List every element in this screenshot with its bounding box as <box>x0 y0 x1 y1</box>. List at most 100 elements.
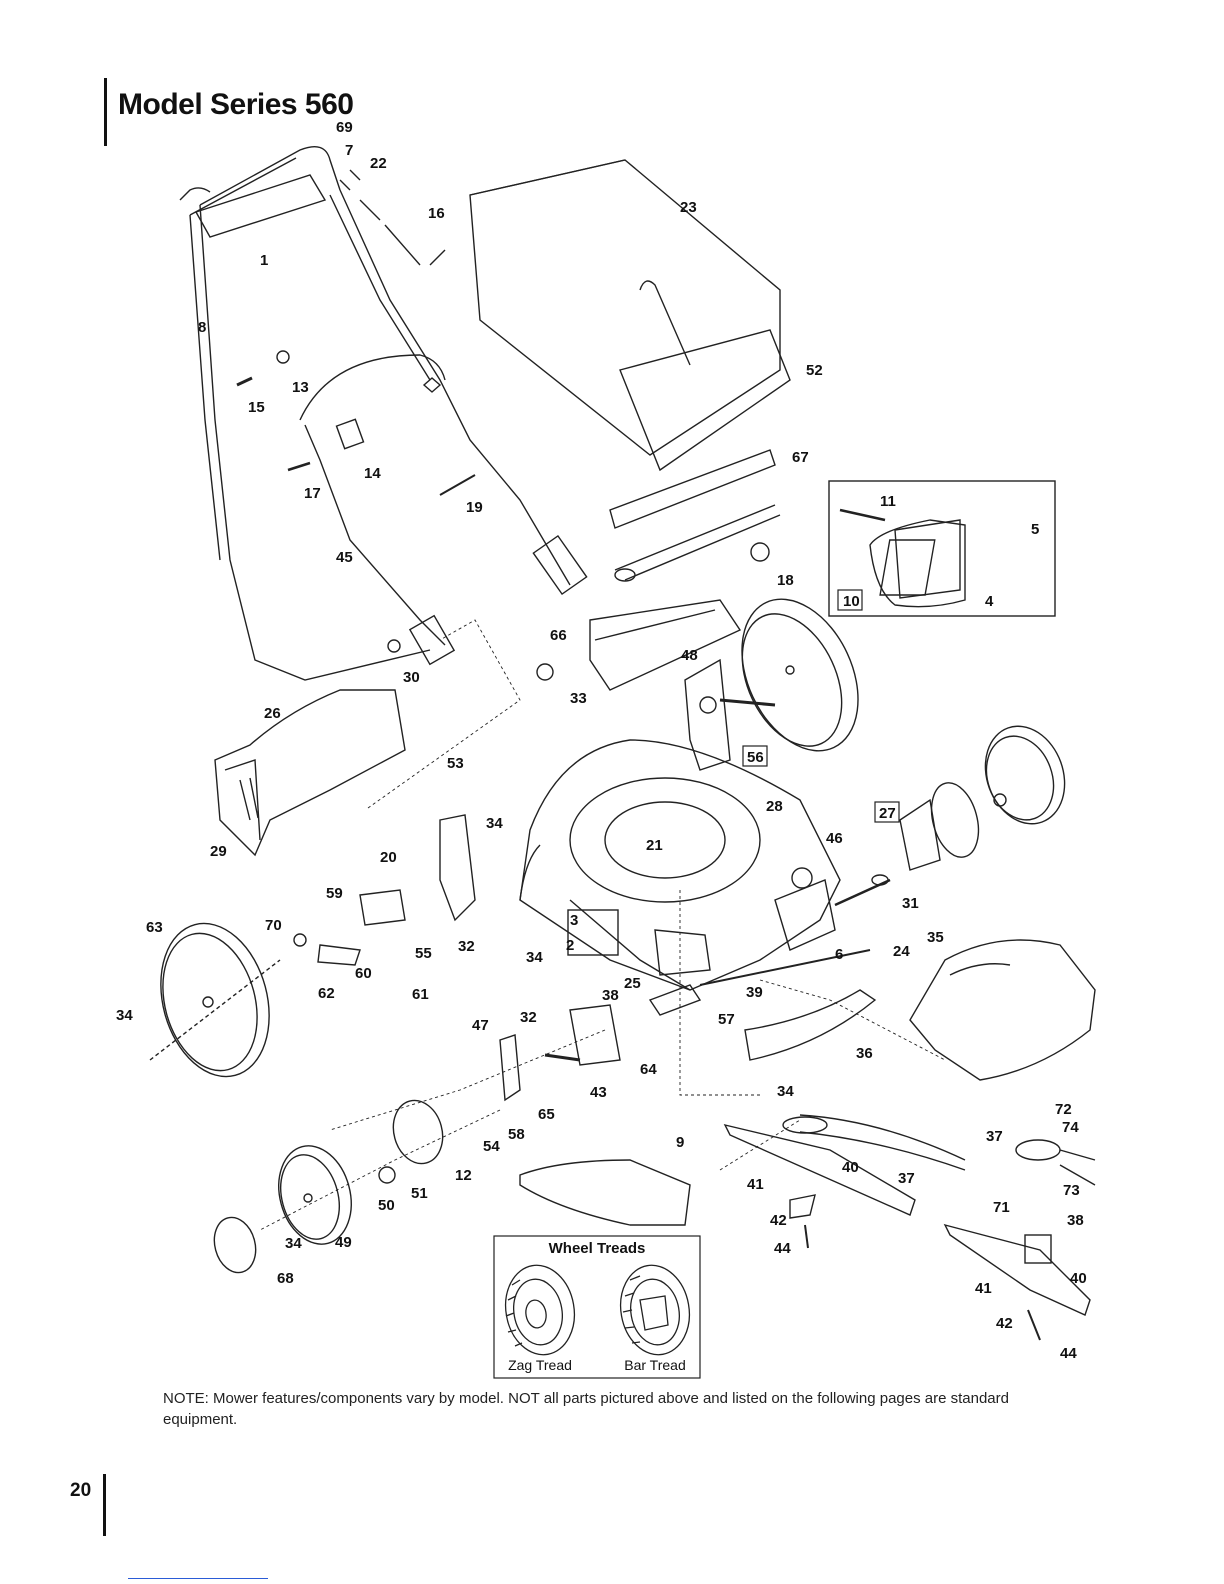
callout-54: 54 <box>483 1138 500 1155</box>
callout-74: 74 <box>1062 1119 1079 1136</box>
callout-35: 35 <box>927 929 944 946</box>
callout-61: 61 <box>412 986 429 1003</box>
front-wheel <box>149 922 281 1078</box>
callout-31: 31 <box>902 895 919 912</box>
bar-tread-caption: Bar Tread <box>624 1357 685 1373</box>
callout-34: 34 <box>486 815 503 832</box>
callout-8: 8 <box>198 319 206 336</box>
callout-23: 23 <box>680 199 697 216</box>
callout-52: 52 <box>806 362 823 379</box>
blade-hardware <box>789 1194 816 1249</box>
callout-53: 53 <box>447 755 464 772</box>
callout-layer: 6972216123813151417194552671154186648303… <box>116 119 1087 1362</box>
callout-68: 68 <box>277 1270 294 1287</box>
callout-24: 24 <box>893 943 910 960</box>
drive-wheel-assembly <box>899 725 1066 871</box>
callout-65: 65 <box>538 1106 555 1123</box>
rear-skirt <box>909 939 1096 1081</box>
callout-62: 62 <box>318 985 335 1002</box>
rear-height-adjuster <box>499 1004 621 1102</box>
callout-1: 1 <box>260 252 268 269</box>
deck-baffle <box>744 989 877 1061</box>
callout-15: 15 <box>248 399 265 416</box>
callout-34: 34 <box>285 1235 302 1252</box>
callout-22: 22 <box>370 155 387 172</box>
page-number-rule <box>103 1474 106 1536</box>
callout-43: 43 <box>590 1084 607 1101</box>
boxed-label-56: 56 <box>747 749 764 766</box>
footer-link-line <box>128 1578 268 1579</box>
callout-37: 37 <box>986 1128 1003 1145</box>
callout-40: 40 <box>842 1159 859 1176</box>
callout-44: 44 <box>774 1240 791 1257</box>
callout-12: 12 <box>455 1167 472 1184</box>
callout-25: 25 <box>624 975 641 992</box>
callout-33: 33 <box>570 690 587 707</box>
mulch-door-inset <box>828 480 1056 617</box>
transmission <box>774 867 891 951</box>
callout-39: 39 <box>746 984 763 1001</box>
title-rule <box>104 78 107 146</box>
callout-18: 18 <box>777 572 794 589</box>
rear-wheel-large <box>741 598 859 752</box>
callout-34: 34 <box>526 949 543 966</box>
boxed-label-10: 10 <box>843 593 860 610</box>
callout-59: 59 <box>326 885 343 902</box>
handle-assembly <box>179 146 588 681</box>
callout-58: 58 <box>508 1126 525 1143</box>
callout-16: 16 <box>428 205 445 222</box>
callout-73: 73 <box>1063 1182 1080 1199</box>
callout-51: 51 <box>411 1185 428 1202</box>
callout-40: 40 <box>1070 1270 1087 1287</box>
zag-tread-caption: Zag Tread <box>508 1357 572 1373</box>
zag-tread-wheel <box>504 1264 576 1356</box>
side-discharge-chute <box>214 689 406 857</box>
callout-9: 9 <box>676 1134 684 1151</box>
callout-69: 69 <box>336 119 353 136</box>
callout-57: 57 <box>718 1011 735 1028</box>
callout-32: 32 <box>520 1009 537 1026</box>
callout-14: 14 <box>364 465 381 482</box>
mower-deck <box>519 739 841 991</box>
mulch-plug <box>519 1159 691 1226</box>
rear-flap <box>536 542 770 691</box>
callout-4: 4 <box>985 593 994 610</box>
callout-72: 72 <box>1055 1101 1072 1118</box>
callout-34: 34 <box>777 1083 794 1100</box>
callout-11: 11 <box>880 493 896 510</box>
callout-37: 37 <box>898 1170 915 1187</box>
boxed-label-27: 27 <box>879 805 896 822</box>
callout-71: 71 <box>993 1199 1010 1216</box>
blade-upper <box>723 1114 966 1216</box>
callout-44: 44 <box>1060 1345 1077 1362</box>
callout-36: 36 <box>856 1045 873 1062</box>
callout-41: 41 <box>975 1280 992 1297</box>
callout-34: 34 <box>116 1007 133 1024</box>
callout-45: 45 <box>336 549 353 566</box>
callout-48: 48 <box>681 647 698 664</box>
callout-55: 55 <box>415 945 432 962</box>
callout-19: 19 <box>466 499 483 516</box>
front-height-adjuster <box>293 814 476 966</box>
callout-7: 7 <box>345 142 353 159</box>
callout-42: 42 <box>996 1315 1013 1332</box>
callout-64: 64 <box>640 1061 657 1078</box>
page-title: Model Series 560 <box>118 88 354 121</box>
callout-2: 2 <box>566 937 574 954</box>
front-axle <box>648 929 871 1016</box>
callout-29: 29 <box>210 843 227 860</box>
callout-28: 28 <box>766 798 783 815</box>
assembly-leaders <box>259 619 946 1231</box>
callout-32: 32 <box>458 938 475 955</box>
callout-66: 66 <box>550 627 567 644</box>
callout-21: 21 <box>646 837 663 854</box>
handle-hardware <box>236 350 476 653</box>
wheel-treads-inset: Wheel Treads Zag Tread Bar Tread <box>493 1235 701 1379</box>
callout-5: 5 <box>1031 521 1039 538</box>
callout-3: 3 <box>570 912 578 929</box>
callout-38: 38 <box>602 987 619 1004</box>
callout-17: 17 <box>304 485 321 502</box>
callout-50: 50 <box>378 1197 395 1214</box>
bar-tread-wheel <box>619 1264 691 1356</box>
